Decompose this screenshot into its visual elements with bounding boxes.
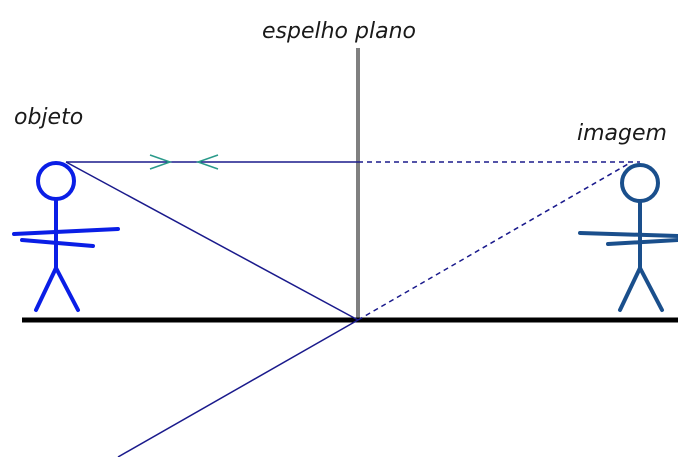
reflected-ray bbox=[117, 319, 359, 457]
image-leg-right bbox=[638, 266, 664, 312]
image-head bbox=[620, 163, 660, 203]
object-figure bbox=[12, 161, 120, 312]
object-arm-upper bbox=[12, 227, 120, 236]
image-figure bbox=[578, 163, 678, 312]
mirror-label: espelho plano bbox=[262, 19, 416, 44]
object-arm-lower bbox=[20, 238, 95, 248]
object-leg-right bbox=[54, 266, 80, 312]
virtual-reflected-ray bbox=[357, 163, 629, 321]
object-leg-left bbox=[34, 266, 58, 312]
incident-ray bbox=[65, 161, 359, 321]
image-arm-lower bbox=[606, 238, 678, 246]
direction-arrow-right bbox=[149, 154, 173, 170]
image-label: imagem bbox=[577, 121, 667, 146]
image-arm-upper bbox=[578, 231, 678, 238]
object-head bbox=[36, 161, 76, 201]
image-leg-left bbox=[618, 266, 642, 312]
object-label: objeto bbox=[14, 105, 83, 130]
direction-arrow-left bbox=[195, 154, 219, 170]
